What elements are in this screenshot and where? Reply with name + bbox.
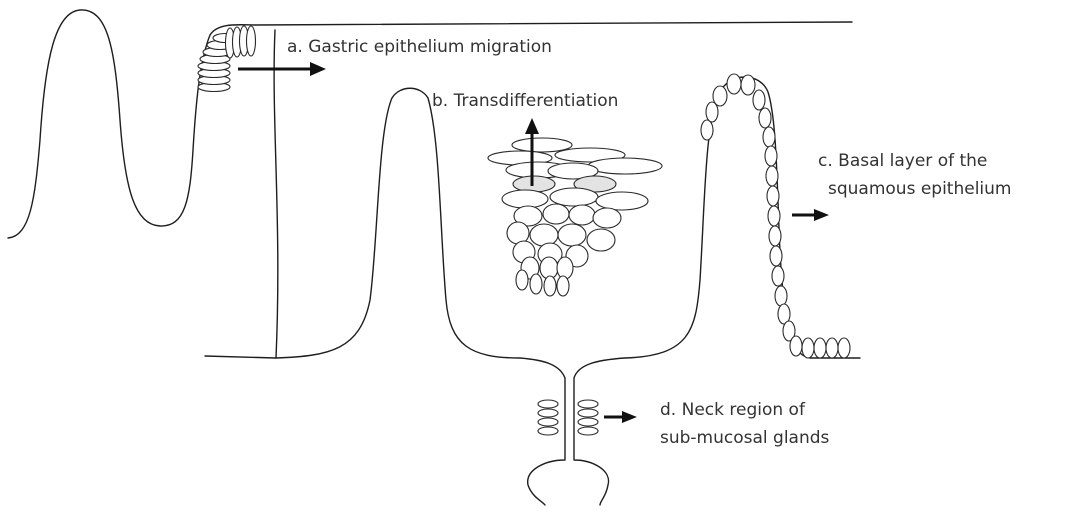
neck-region-cells bbox=[538, 400, 598, 435]
transdifferentiation-cells bbox=[488, 138, 662, 296]
label-b: b. Transdifferentiation bbox=[432, 91, 618, 111]
boundary-line bbox=[274, 30, 278, 358]
arrow-c bbox=[792, 209, 829, 221]
arrow-a bbox=[238, 62, 326, 76]
migrating-gastric-cells bbox=[198, 26, 256, 92]
label-a: a. Gastric epithelium migration bbox=[287, 37, 552, 57]
arrow-d bbox=[604, 411, 637, 423]
basal-layer-cells bbox=[701, 74, 850, 358]
label-d-line1: d. Neck region of bbox=[660, 400, 806, 420]
label-c-line1: c. Basal layer of the bbox=[818, 151, 987, 171]
label-d-line2: sub-mucosal glands bbox=[660, 428, 830, 448]
label-c-line2: squamous epithelium bbox=[828, 179, 1012, 199]
